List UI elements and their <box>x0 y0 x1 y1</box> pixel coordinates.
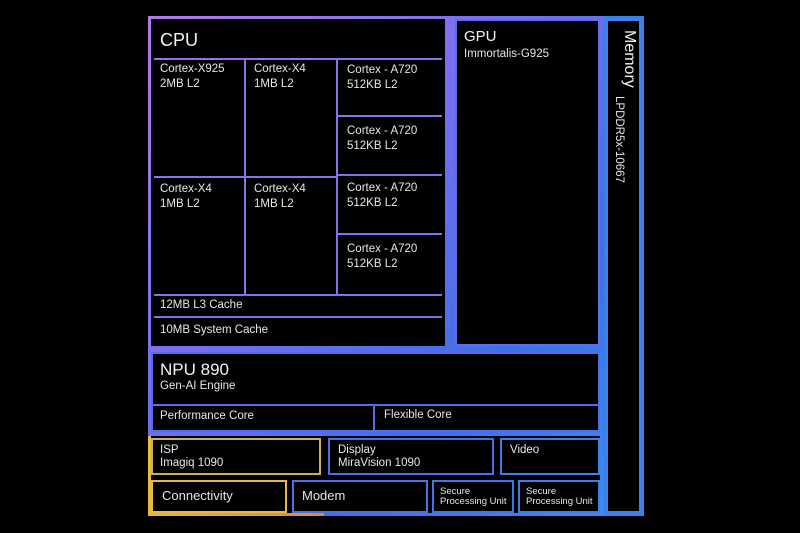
modem-block <box>292 480 428 513</box>
cpu-core-cache: 1MB L2 <box>254 198 294 210</box>
connectivity-title: Connectivity <box>162 488 233 503</box>
secure-line2: Processing Unit <box>440 496 507 507</box>
isp-block <box>151 438 321 475</box>
cpu-core-x4 <box>246 58 338 176</box>
cpu-core-a720 <box>338 176 442 235</box>
cpu-core-cache: 2MB L2 <box>160 78 200 90</box>
secure-processing-unit-2 <box>518 480 600 513</box>
cpu-core-name: Cortex - A720 <box>347 125 418 137</box>
secure-line1: Secure <box>440 486 471 497</box>
npu-flexible-core-label: Flexible Core <box>384 409 452 421</box>
display-model: MiraVision 1090 <box>338 457 421 469</box>
npu-performance-core-label: Performance Core <box>160 410 254 422</box>
video-title: Video <box>510 444 540 456</box>
video-block <box>500 438 600 475</box>
cpu-core-cache: 512KB L2 <box>347 197 398 209</box>
l3-cache-label: 12MB L3 Cache <box>160 299 243 311</box>
cpu-core-name: Cortex-X925 <box>160 63 225 75</box>
secure-line2: Processing Unit <box>526 496 593 507</box>
cpu-core-x4 <box>154 176 246 294</box>
display-block <box>328 438 494 475</box>
cpu-core-name: Cortex-X4 <box>160 183 212 195</box>
cpu-core-a720 <box>338 235 442 294</box>
secure-line1: Secure <box>526 486 557 497</box>
gpu-model: Immortalis-G925 <box>464 48 549 60</box>
cpu-core-cache: 1MB L2 <box>160 198 200 210</box>
npu-title: NPU 890 <box>160 360 229 379</box>
cpu-core-name: Cortex-X4 <box>254 183 306 195</box>
npu-flexible-core <box>375 404 598 430</box>
cpu-core-name: Cortex - A720 <box>347 243 418 255</box>
system-cache-label: 10MB System Cache <box>160 324 269 336</box>
cpu-core-name: Cortex - A720 <box>347 64 418 76</box>
memory-type: LPDDR5x-10667 <box>613 96 625 183</box>
npu-subtitle: Gen-AI Engine <box>160 380 236 392</box>
cpu-core-cache: 512KB L2 <box>347 79 398 91</box>
connectivity-block <box>151 480 287 513</box>
display-title: Display <box>338 444 376 456</box>
cpu-core-cache: 1MB L2 <box>254 78 294 90</box>
cpu-core-a720 <box>338 58 442 117</box>
l3-cache <box>154 294 442 318</box>
npu-performance-core <box>153 404 375 430</box>
system-cache <box>154 320 442 343</box>
cpu-core-name: Cortex-X4 <box>254 63 306 75</box>
cpu-core-x4 <box>246 176 338 294</box>
cpu-core-cache: 512KB L2 <box>347 140 398 152</box>
cpu-core-a720 <box>338 117 442 176</box>
secure-processing-unit-1 <box>432 480 514 513</box>
memory-block <box>606 19 641 513</box>
memory-title: Memory <box>621 30 638 88</box>
cpu-core-name: Cortex - A720 <box>347 182 418 194</box>
isp-model: Imagiq 1090 <box>160 457 224 469</box>
gpu-title: GPU <box>464 28 497 45</box>
isp-title: ISP <box>160 444 179 456</box>
cpu-core-cache: 512KB L2 <box>347 258 398 270</box>
modem-title: Modem <box>302 488 346 503</box>
cpu-title: CPU <box>160 30 199 50</box>
cpu-core-x925 <box>154 58 246 176</box>
